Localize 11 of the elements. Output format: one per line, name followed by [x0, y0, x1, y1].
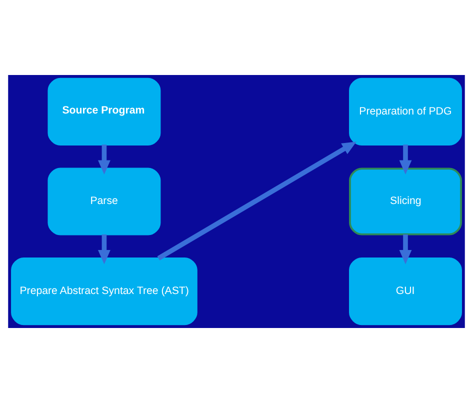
arrow: [98, 234, 110, 264]
node-box: Preparation of PDG: [349, 77, 462, 145]
arrow: [399, 234, 412, 264]
node-box: Source Program: [48, 77, 161, 145]
node-box: Parse: [48, 167, 161, 235]
arrow: [98, 144, 110, 174]
node-box: GUI: [349, 257, 462, 325]
node-box: Slicing: [349, 167, 462, 235]
node-box: Prepare Abstract Syntax Tree (AST): [11, 257, 198, 325]
arrow: [399, 144, 412, 174]
arrow: [157, 141, 356, 260]
